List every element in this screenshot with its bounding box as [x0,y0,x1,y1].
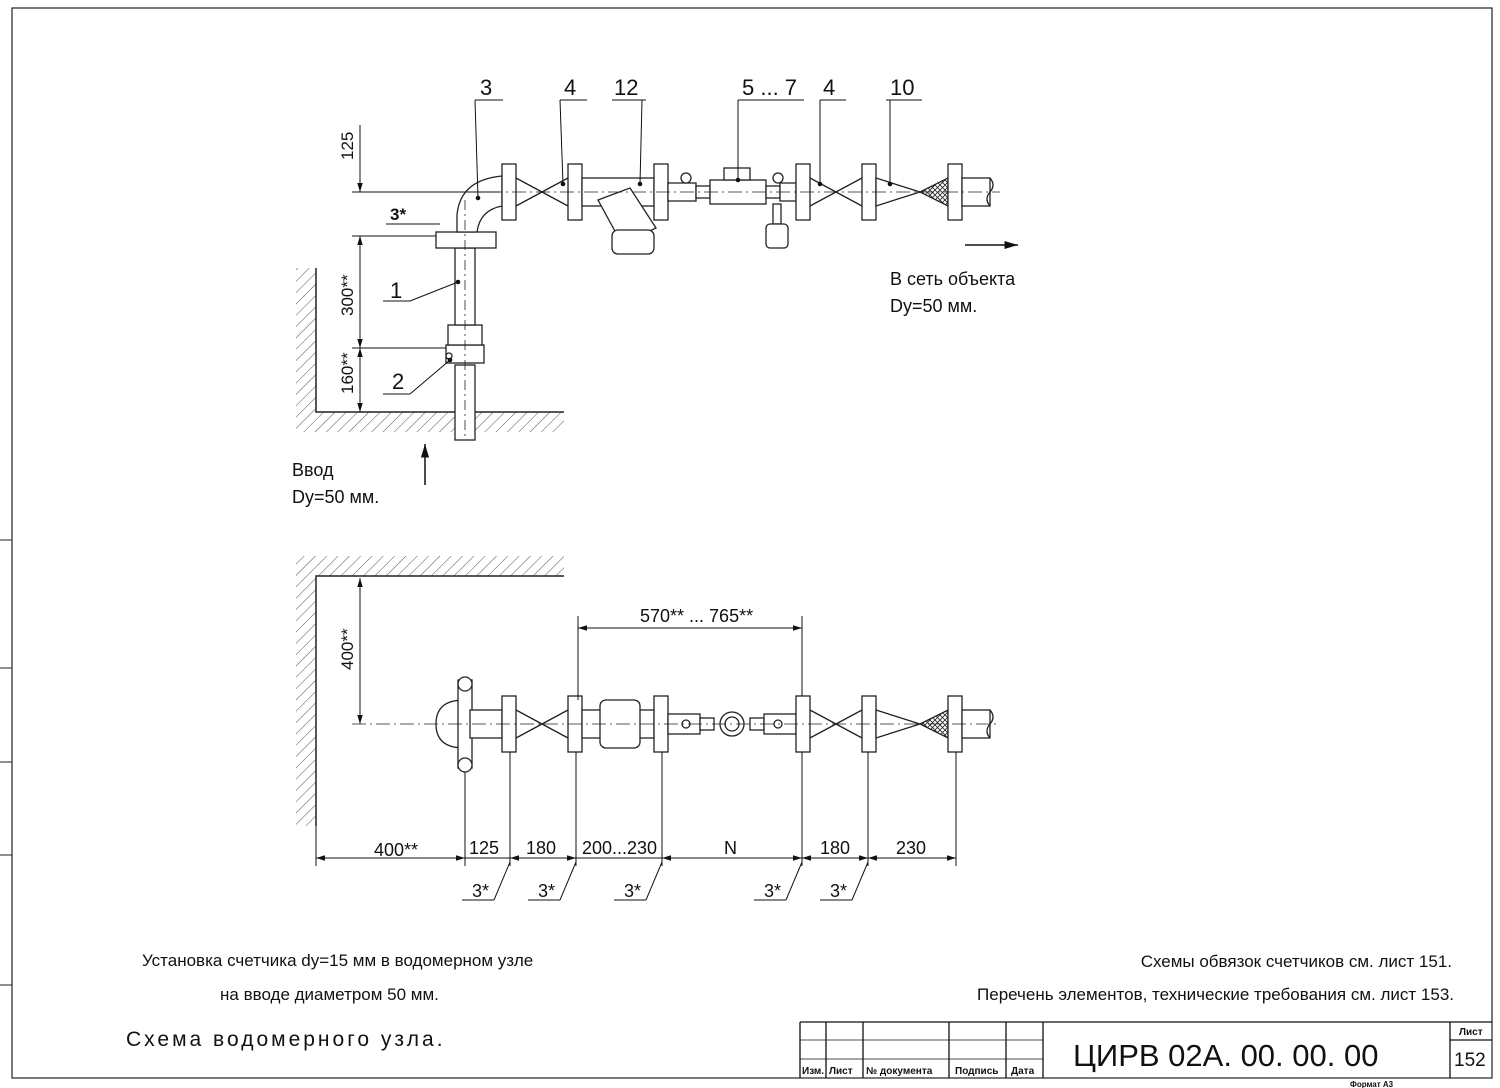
dim-3star-4: 3* [764,881,781,901]
dim-3star-top: 3* [390,205,406,224]
dim-n: N [724,838,737,858]
top-horizontal-run [440,163,1000,255]
note-left-2: на вводе диаметром 50 мм. [220,985,439,1004]
callout-10: 10 [890,75,914,100]
dim-230: 230 [896,838,926,858]
top-wall [296,268,564,432]
callout-4a: 4 [564,75,576,100]
stamp-header-sign: Подпись [955,1066,998,1077]
dim-570-765: 570** ... 765** [640,606,753,626]
dim-160: 160** [338,352,357,394]
dim-180-b: 180 [820,838,850,858]
dim-125-bottom: 125 [469,838,499,858]
note-right-1: Схемы обвязок счетчиков см. лист 151. [1141,952,1452,971]
top-leaders [383,99,922,395]
inlet-label-2: Dу=50 мм. [292,487,379,507]
dim-400-horizontal: 400** [374,840,418,860]
format-label: Формат А3 [1350,1080,1394,1088]
outlet-label-1: В сеть объекта [890,269,1016,289]
stamp-sheet-number: 152 [1454,1050,1486,1071]
dim-200-230: 200...230 [582,838,657,858]
dim-3star-1: 3* [472,881,489,901]
drawing-title: Схема водомерного узла. [126,1028,446,1051]
sheet-frame [0,7,1493,1079]
dim-300: 300** [338,274,357,316]
dim-125-top: 125 [338,132,357,160]
callout-1: 1 [390,278,402,303]
stamp-header-list: Лист [829,1066,853,1077]
callout-5-7: 5 ... 7 [742,75,797,100]
stamp-header-izm: Изм. [802,1066,824,1077]
bottom-run [352,676,1000,773]
note-right-2: Перечень элементов, технические требован… [977,985,1454,1004]
note-left-1: Установка счетчика dу=15 мм в водомерном… [142,951,533,970]
stamp-header-doc: № документа [866,1066,933,1077]
bottom-dimensions [315,578,957,901]
stamp-grid [799,1021,1492,1078]
document-code: ЦИРВ 02А. 00. 00. 00 [1073,1038,1378,1073]
inlet-label-1: Ввод [292,460,334,480]
callout-2: 2 [392,369,404,394]
callout-3: 3 [480,75,492,100]
bottom-wall [296,556,564,826]
stamp-header-date: Дата [1011,1066,1035,1077]
callout-12: 12 [614,75,638,100]
dim-3star-5: 3* [830,881,847,901]
dim-180-a: 180 [526,838,556,858]
outlet-label-2: Dу=50 мм. [890,296,977,316]
callout-4b: 4 [823,75,835,100]
stamp-sheet-label: Лист [1459,1027,1483,1038]
dim-400-vertical: 400** [338,628,357,670]
top-vertical-dimensions [352,125,500,412]
dim-3star-2: 3* [538,881,555,901]
dim-3star-3: 3* [624,881,641,901]
top-riser-pipe [435,175,503,441]
